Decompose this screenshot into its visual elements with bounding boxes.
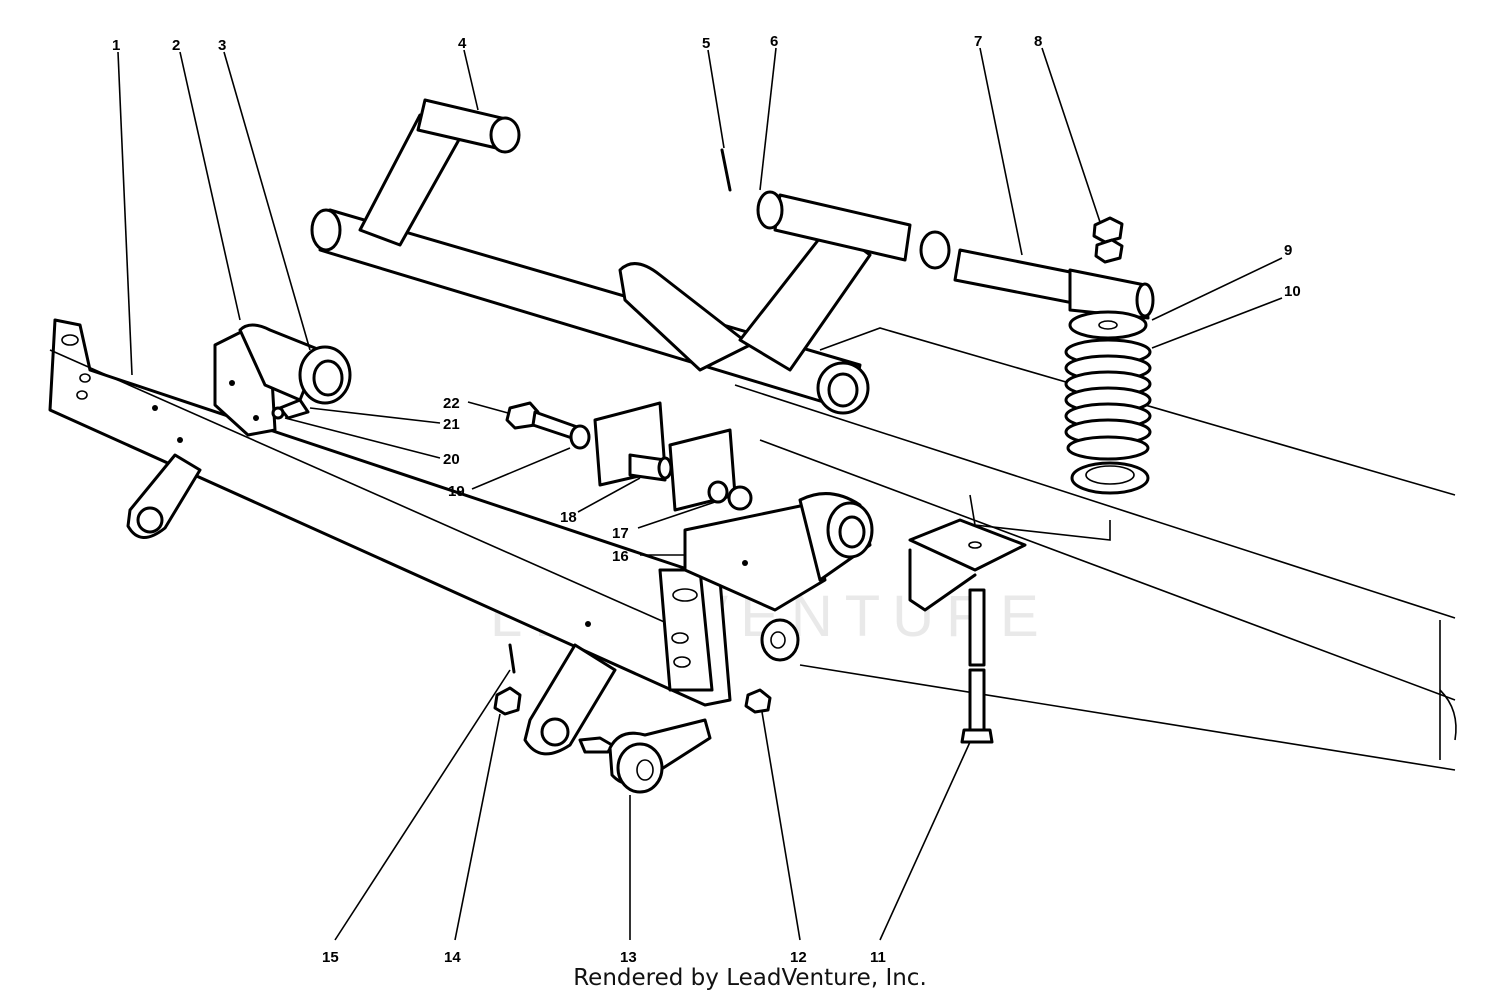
callout-14: 14: [444, 949, 461, 966]
left-bushing: [298, 345, 352, 405]
callout-4: 4: [458, 35, 467, 52]
callout-19: 19: [448, 483, 465, 500]
steering-arm-right: [523, 643, 617, 756]
front-axle-bar: [48, 318, 732, 707]
callout-6: 6: [770, 33, 778, 50]
callout-20: 20: [443, 451, 460, 468]
callout-3: 3: [218, 37, 226, 54]
callout-10: 10: [1284, 283, 1301, 300]
cotter-pin-bottom: [508, 643, 516, 674]
tie-rod-end: [578, 718, 712, 794]
pivot-pin: [628, 453, 673, 482]
callout-2: 2: [172, 37, 180, 54]
washer-17: [707, 480, 753, 511]
bolt-21-20: [271, 398, 310, 420]
callout-5: 5: [702, 35, 710, 52]
callout-1: 1: [112, 37, 120, 54]
coil-spring: [1064, 338, 1152, 495]
render-credit: Rendered by LeadVenture, Inc.: [573, 965, 927, 991]
bolt-22: [505, 401, 582, 442]
callout-labels: 1 2 3 4 5 6 7 8 9 10 11 12 13 14 15 16 1…: [112, 33, 1301, 966]
long-bolt: [960, 588, 994, 744]
right-bracket: [683, 492, 874, 612]
nuts-top: [1092, 216, 1124, 264]
washer-19: [569, 424, 591, 450]
callout-11: 11: [870, 949, 886, 966]
steering-arm-left: [126, 453, 202, 539]
callout-9: 9: [1284, 242, 1292, 259]
frame-rails: [734, 327, 1457, 771]
callout-7: 7: [974, 33, 982, 50]
callout-21: 21: [443, 416, 460, 433]
leader-lines: [117, 47, 1283, 941]
mount-plate: [908, 518, 1027, 612]
callout-16: 16: [612, 548, 629, 565]
callout-17: 17: [612, 525, 629, 542]
nut-12: [744, 688, 772, 714]
cotter-pin-top: [720, 148, 732, 192]
spring-washer: [1068, 310, 1148, 340]
callout-13: 13: [620, 949, 637, 966]
callout-8: 8: [1034, 33, 1042, 50]
castle-nut: [493, 686, 522, 716]
axle-roller: [760, 618, 800, 662]
callout-12: 12: [790, 949, 807, 966]
upper-tube: [756, 190, 1155, 320]
callout-18: 18: [560, 509, 577, 526]
callout-22: 22: [443, 395, 460, 412]
callout-15: 15: [322, 949, 339, 966]
axle-tube-main: [310, 98, 872, 415]
